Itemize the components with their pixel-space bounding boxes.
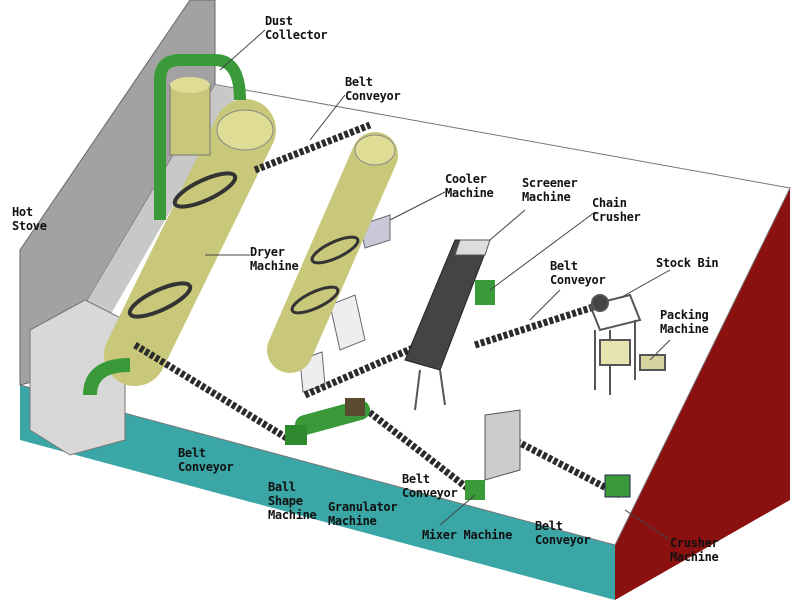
leader-lines bbox=[205, 29, 671, 541]
label-line: Stove bbox=[12, 219, 47, 233]
label-line: Machine bbox=[268, 508, 317, 522]
label-line: Machine bbox=[445, 186, 494, 200]
label-line: Shape bbox=[268, 494, 303, 508]
label-line: Granulator bbox=[328, 500, 398, 514]
label-stock-bin: Stock Bin bbox=[656, 256, 719, 270]
belt-conveyors bbox=[133, 121, 622, 499]
label-line: Machine bbox=[522, 190, 571, 204]
hot-stove bbox=[29, 299, 126, 456]
label-line: Dust bbox=[265, 14, 293, 28]
label-line: Conveyor bbox=[550, 273, 606, 287]
label-line: Conveyor bbox=[345, 89, 401, 103]
label-line: Mixer Machine bbox=[422, 528, 513, 542]
screener-machine bbox=[404, 239, 495, 411]
side-face bbox=[615, 188, 790, 600]
label-line: Machine bbox=[328, 514, 377, 528]
label-line: Hot bbox=[12, 205, 33, 219]
stock-bin-packing bbox=[588, 293, 666, 395]
label-mixer-machine: Mixer Machine bbox=[422, 528, 512, 542]
label-line: Crusher bbox=[670, 536, 719, 550]
label-line: Ball bbox=[268, 480, 296, 494]
label-line: Packing bbox=[660, 308, 709, 322]
label-line: Belt bbox=[550, 259, 578, 273]
label-line: Conveyor bbox=[535, 533, 591, 547]
label-line: Cooler bbox=[445, 172, 487, 186]
label-line: Collector bbox=[265, 28, 328, 42]
support-box bbox=[329, 294, 366, 351]
label-line: Conveyor bbox=[178, 460, 234, 474]
dryer-drum bbox=[104, 99, 276, 386]
granulator-ball-shape bbox=[285, 398, 370, 445]
label-line: Conveyor bbox=[402, 486, 458, 500]
label-line: Machine bbox=[670, 550, 719, 564]
label-line: Belt bbox=[345, 75, 373, 89]
label-line: Crusher bbox=[592, 210, 641, 224]
label-line: Belt bbox=[402, 472, 430, 486]
label-line: Screener bbox=[522, 176, 578, 190]
label-line: Machine bbox=[250, 259, 299, 273]
mixer-machine bbox=[465, 409, 521, 500]
label-line: Stock Bin bbox=[656, 256, 719, 270]
label-line: Chain bbox=[592, 196, 627, 210]
front-face bbox=[20, 385, 615, 600]
label-line: Belt bbox=[178, 446, 206, 460]
label-line: Machine bbox=[660, 322, 709, 336]
label-line: Belt bbox=[535, 519, 563, 533]
label-line: Dryer bbox=[250, 245, 285, 259]
dust-collector bbox=[83, 54, 246, 396]
cooler-drum bbox=[267, 132, 398, 373]
crusher-machine bbox=[604, 474, 631, 498]
